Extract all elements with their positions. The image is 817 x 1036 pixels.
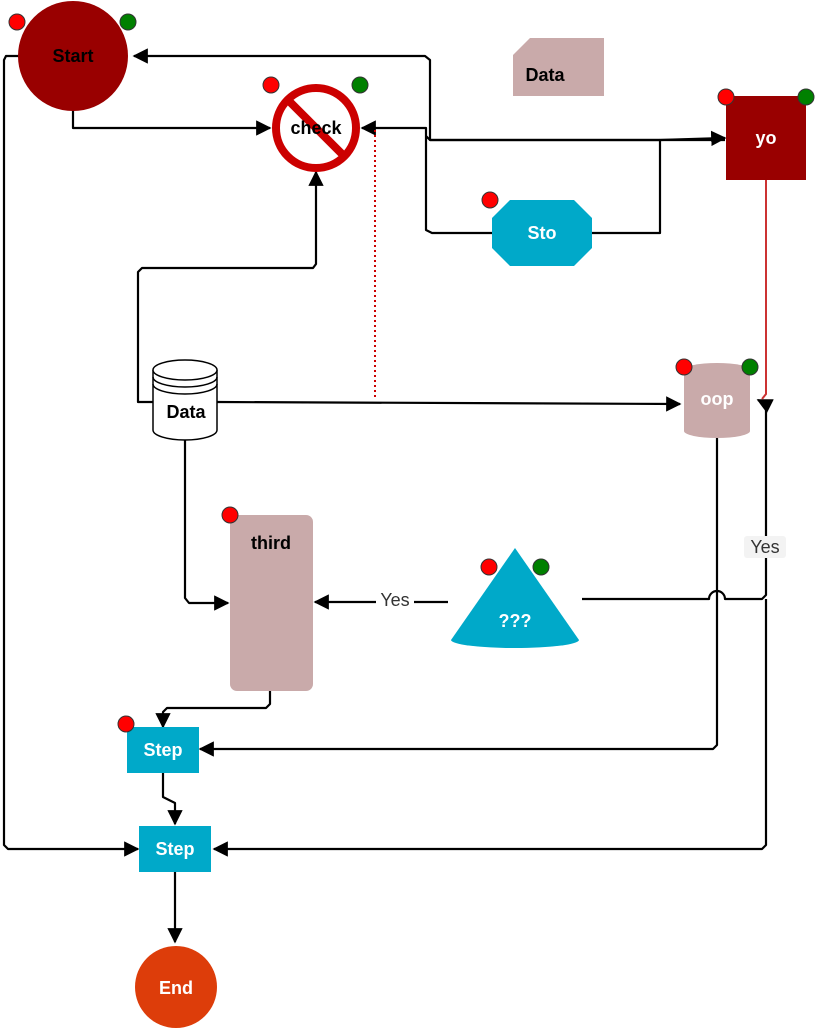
edge-step1-to-step2 (161, 773, 183, 826)
status-dot-red (262, 76, 280, 94)
edge-start-to-check (71, 107, 272, 136)
svg-text:Step: Step (155, 839, 194, 859)
node-data-card[interactable]: Data (513, 38, 604, 96)
svg-text:yo: yo (755, 128, 776, 148)
svg-text:Sto: Sto (528, 223, 557, 243)
node-oop[interactable]: oop (684, 363, 750, 438)
edge-start-to-step2 (2, 54, 140, 857)
status-dot-green (351, 76, 369, 94)
svg-text:Start: Start (52, 46, 93, 66)
status-dot-red (675, 358, 693, 376)
no-entry-icon (272, 84, 360, 172)
svg-text:check: check (290, 118, 342, 138)
edge-datadb-to-oop (216, 396, 682, 412)
status-dot-red (8, 13, 26, 31)
edge-third-to-step1 (155, 691, 272, 729)
svg-text:Yes: Yes (380, 590, 409, 610)
edge-datadb-to-check (136, 170, 324, 404)
node-end[interactable]: End (135, 946, 217, 1028)
node-start[interactable]: Start (18, 1, 128, 111)
node-check[interactable]: check (272, 84, 360, 172)
svg-text:Data: Data (166, 402, 206, 422)
svg-text:Data: Data (525, 65, 565, 85)
edge-oop-to-step1 (198, 438, 719, 757)
status-dot-red (481, 191, 499, 209)
status-dot-green (119, 13, 137, 31)
svg-text:Step: Step (143, 740, 182, 760)
status-dot-red (480, 558, 498, 576)
node-third[interactable]: third (230, 515, 313, 691)
edge-label-yes-oop: Yes (744, 536, 786, 558)
edge-label-yes-third: Yes (376, 589, 414, 611)
status-dot-red (717, 88, 735, 106)
edge-question-to-oop (582, 399, 774, 601)
status-dot-green (741, 358, 759, 376)
edge-right-to-step2 (212, 599, 768, 857)
edge-sto-to-yo (592, 130, 727, 235)
edge-yo-to-check (362, 128, 660, 235)
svg-text:Yes: Yes (750, 537, 779, 557)
node-step-1[interactable]: Step (127, 727, 199, 773)
node-data-db[interactable]: Data (152, 359, 218, 441)
svg-text:End: End (159, 978, 193, 998)
status-dot-green (532, 558, 550, 576)
edge-yo-to-oop (761, 180, 767, 400)
edge-datadb-to-third (183, 440, 230, 611)
svg-text:oop: oop (701, 389, 734, 409)
svg-text:???: ??? (499, 611, 532, 631)
status-dot-red (117, 715, 135, 733)
node-sto[interactable]: Sto (492, 200, 592, 266)
node-yo[interactable]: yo (726, 96, 806, 180)
status-dot-red (221, 506, 239, 524)
svg-text:third: third (251, 533, 291, 553)
status-dot-green (797, 88, 815, 106)
node-step-2[interactable]: Step (139, 826, 211, 872)
node-question[interactable]: ??? (451, 548, 579, 648)
